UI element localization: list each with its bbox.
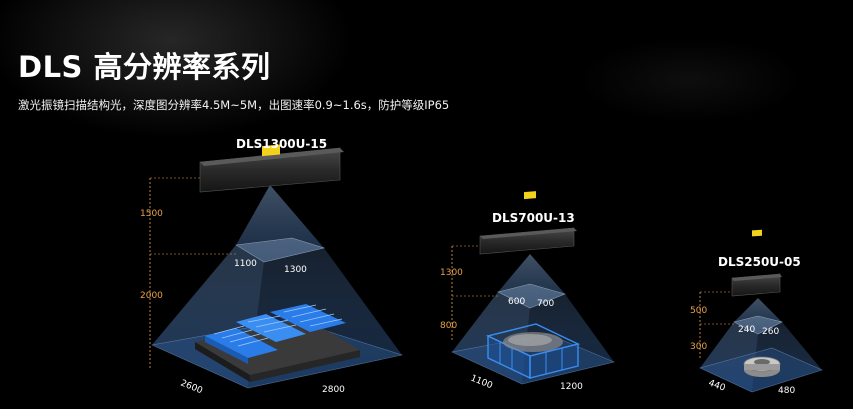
- model-name-dls700u: DLS700U-13: [492, 211, 575, 225]
- far-width-label: 440: [707, 378, 727, 393]
- tray-side-left: [195, 342, 250, 382]
- height-near-label: 1300: [440, 268, 463, 278]
- far-depth-label: 1200: [560, 382, 583, 392]
- scanner-dls250u: [731, 229, 782, 297]
- near-width-label: 600: [508, 297, 525, 307]
- battery-cells-icon: [205, 304, 346, 364]
- product-dls1300u: 1500 2000: [140, 137, 404, 397]
- near-width-label: 1100: [234, 259, 257, 269]
- far-depth-label: 480: [778, 386, 795, 396]
- model-name-dls1300u: DLS1300U-15: [236, 137, 327, 151]
- height-far-label: 300: [690, 342, 707, 352]
- beam-upper: [236, 185, 324, 262]
- product-dls700u: 1300 800 600 700 1100 1200 DLS700U-13: [440, 191, 615, 392]
- far-width-label: 1100: [469, 374, 494, 392]
- near-depth-label: 700: [537, 299, 554, 309]
- height-near-label: 1500: [140, 209, 163, 219]
- tray-side-right: [250, 350, 360, 382]
- scanner-dls700u: [479, 191, 577, 255]
- tray-top: [195, 318, 360, 375]
- height-near-label: 500: [690, 306, 707, 316]
- height-far-label: 800: [440, 321, 457, 331]
- beam-upper: [498, 254, 565, 308]
- product-dls250u: 500 300 240 260 440 480 DLS250U-05: [690, 229, 823, 396]
- gear-icon: [743, 356, 781, 377]
- page-subtitle: 激光振镜扫描结构光，深度图分辨率4.5M~5M，出图速率0.9~1.6s，防护等…: [18, 98, 450, 112]
- far-width-label: 2600: [179, 379, 204, 397]
- warning-label-icon: [752, 229, 762, 237]
- far-depth-label: 2800: [322, 385, 345, 395]
- warning-label-icon: [524, 191, 536, 200]
- near-depth-label: 1300: [284, 265, 307, 275]
- scanner-dls1300u: [199, 144, 344, 193]
- near-width-label: 240: [738, 325, 755, 335]
- height-far-label: 2000: [140, 291, 163, 301]
- parts-bin-icon: [485, 323, 581, 380]
- near-depth-label: 260: [762, 327, 779, 337]
- model-name-dls250u: DLS250U-05: [718, 255, 801, 269]
- page-title: DLS 高分辨率系列: [18, 50, 271, 84]
- warning-label-icon: [262, 144, 280, 157]
